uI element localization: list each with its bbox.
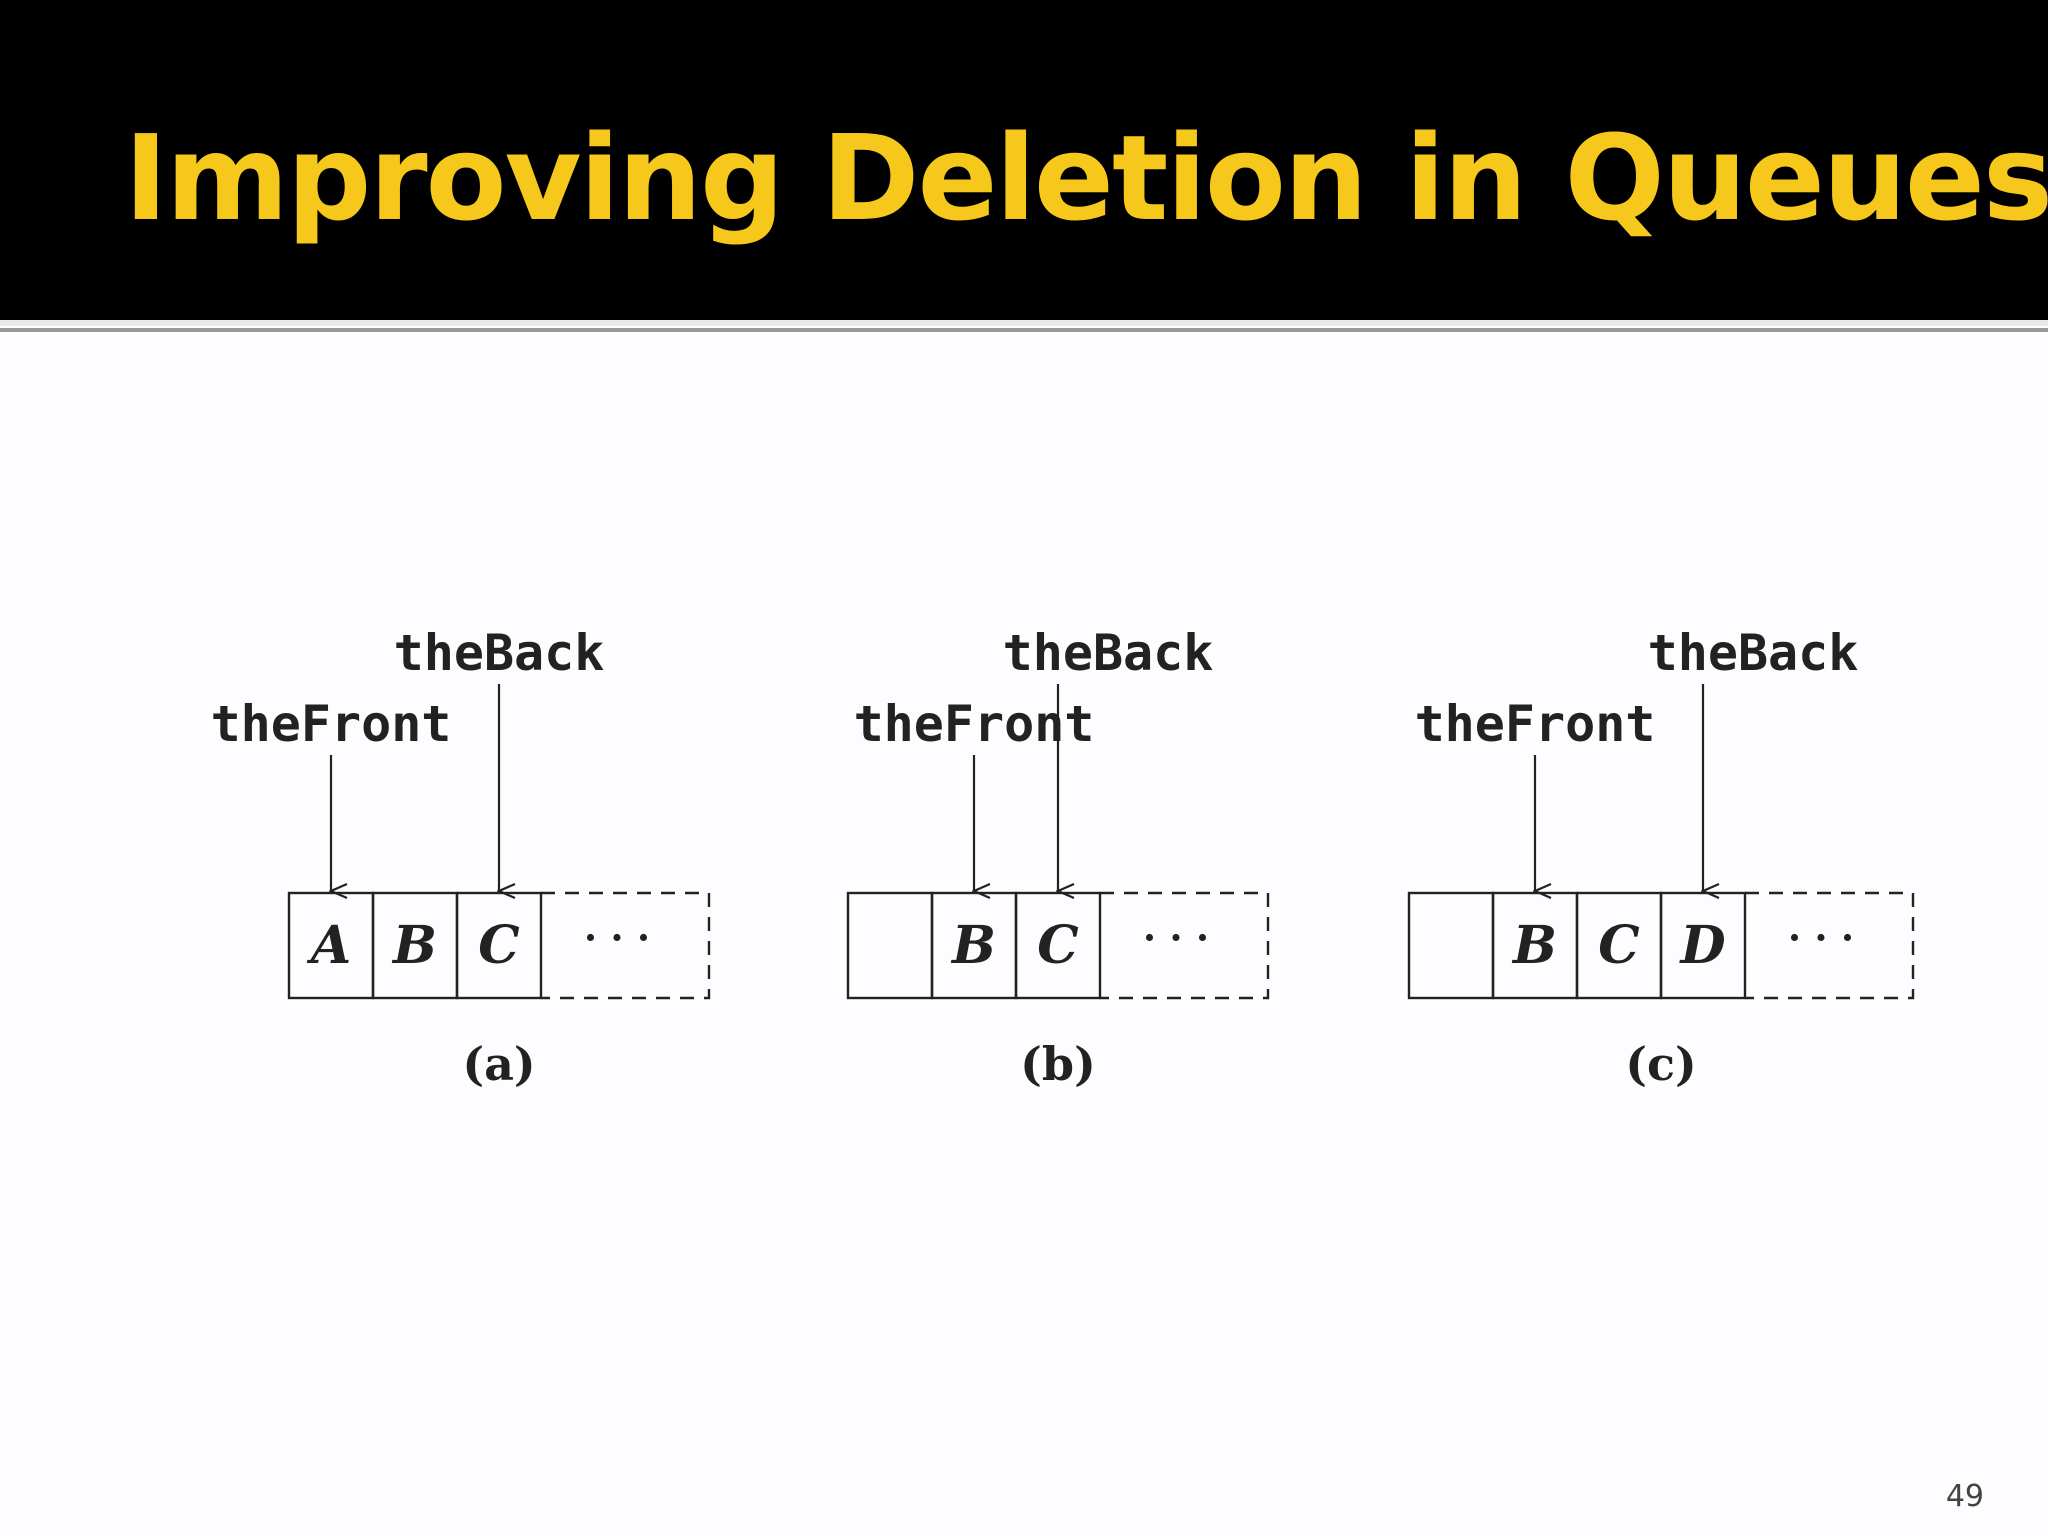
title-divider: [0, 320, 2048, 326]
diagram-caption: (a): [462, 1037, 535, 1091]
diagram-caption: (c): [1625, 1037, 1697, 1091]
title-bar: Improving Deletion in Queues…: [0, 0, 2048, 320]
dashed-continuation: [541, 891, 711, 1000]
ellipsis: · · ·: [584, 915, 650, 960]
ellipsis: · · ·: [1788, 915, 1854, 960]
diagram-caption: (b): [1020, 1037, 1096, 1091]
queue-cell: [846, 891, 934, 1000]
cell-value: C: [478, 915, 519, 976]
back-label: theBack: [1003, 624, 1214, 682]
cell-value: A: [306, 915, 351, 976]
back-label: theBack: [394, 624, 605, 682]
title-divider-shadow: [0, 328, 2048, 332]
front-label: theFront: [854, 695, 1095, 753]
dashed-continuation: [1100, 891, 1270, 1000]
ellipsis: · · ·: [1143, 915, 1209, 960]
page-number: 49: [1945, 1479, 1984, 1514]
cell-value: B: [391, 915, 437, 976]
dashed-continuation: [1745, 891, 1915, 1000]
cell-value: C: [1598, 915, 1639, 976]
back-label: theBack: [1648, 624, 1859, 682]
front-label: theFront: [211, 695, 452, 753]
cell-value: B: [1511, 915, 1557, 976]
cell-value: C: [1037, 915, 1078, 976]
cell-value: B: [950, 915, 996, 976]
cell-value: D: [1678, 915, 1725, 976]
slide-title: Improving Deletion in Queues…: [124, 109, 2048, 247]
front-label: theFront: [1415, 695, 1656, 753]
queue-cell: [1407, 891, 1495, 1000]
